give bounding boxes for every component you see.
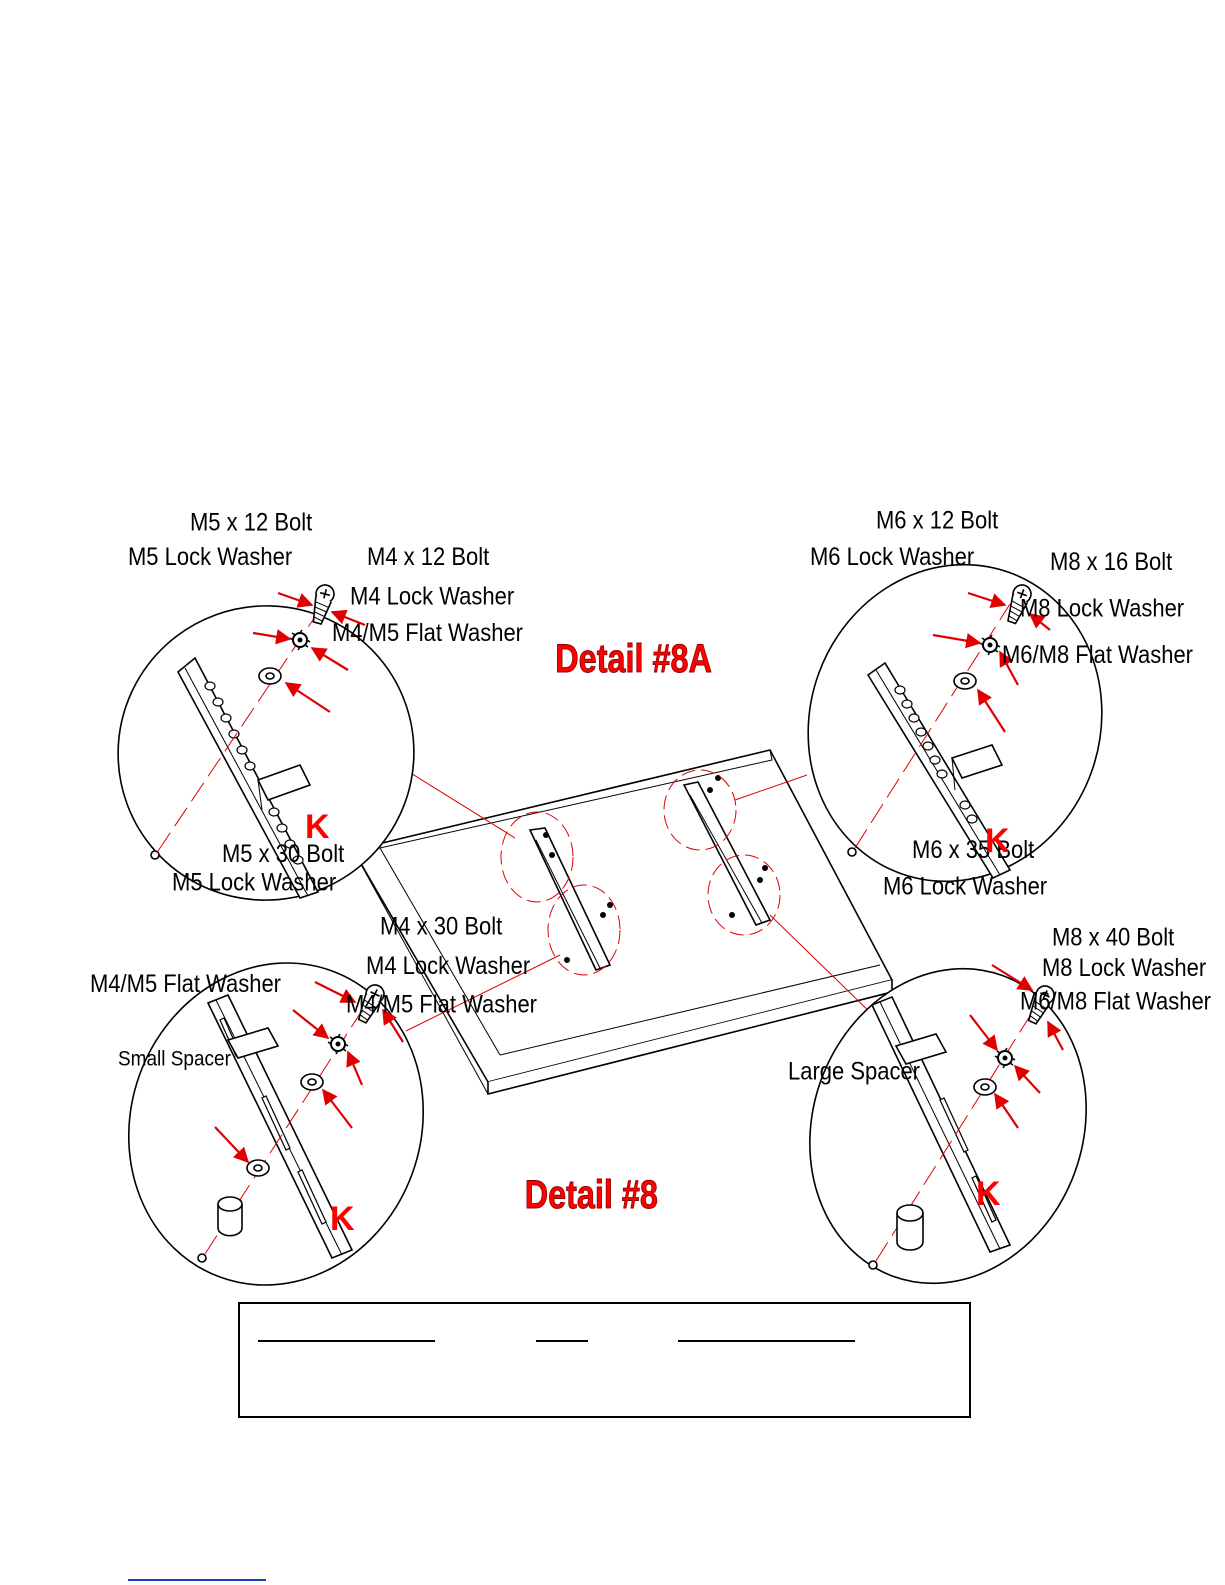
label-m4x12-bolt: M4 x 12 Bolt [367, 543, 490, 570]
label-m5-lock-washer: M5 Lock Washer [128, 543, 292, 570]
label-m8-lock-washer: M8 Lock Washer [1020, 594, 1184, 621]
label-m4-lock-washer-bottom: M4 Lock Washer [366, 952, 530, 979]
label-m8-lock-washer-bottom: M8 Lock Washer [1042, 954, 1206, 981]
label-m6x35-bolt: M6 x 35 Bolt [912, 836, 1035, 863]
label-m4m5-flat-washer: M4/M5 Flat Washer [332, 619, 523, 646]
label-m5x30-bolt: M5 x 30 Bolt [222, 840, 345, 867]
label-m5-lock-washer-bottom: M5 Lock Washer [172, 868, 336, 895]
detail-circle-bottom-left [127, 962, 425, 1286]
mounting-panel [351, 749, 894, 1096]
label-m5x12-bolt: M5 x 12 Bolt [190, 509, 313, 536]
detail-8-title: Detail #8 [525, 1172, 658, 1217]
label-m4m5-flat-washer-right: M4/M5 Flat Washer [346, 990, 537, 1017]
blank-underline-2 [536, 1340, 588, 1342]
label-large-spacer: Large Spacer [788, 1058, 920, 1085]
label-m6x12-bolt: M6 x 12 Bolt [876, 507, 999, 534]
label-m6m8-flat-washer: M6/M8 Flat Washer [1002, 641, 1193, 668]
empty-info-box [238, 1302, 971, 1418]
label-m4x30-bolt: M4 x 30 Bolt [380, 913, 503, 940]
part-k-marker-top-left: K [305, 808, 330, 846]
label-m8x16-bolt: M8 x 16 Bolt [1050, 548, 1173, 575]
label-small-spacer: Small Spacer [118, 1048, 231, 1071]
label-m6-lock-washer: M6 Lock Washer [810, 543, 974, 570]
blank-underline-1 [258, 1340, 435, 1342]
detail-circle-bottom-right [809, 967, 1087, 1285]
detail-circle-top-left [117, 582, 415, 901]
detail-circle-top-right [807, 563, 1103, 883]
label-m4-lock-washer: M4 Lock Washer [350, 582, 514, 609]
part-k-marker-top-right: K [985, 822, 1010, 860]
footer-rule [128, 1579, 266, 1581]
blank-underline-3 [678, 1340, 855, 1342]
detail-8a-title: Detail #8A [555, 636, 712, 681]
part-k-marker-bottom-right: K [976, 1175, 1001, 1213]
large-spacer-shape [896, 1204, 924, 1251]
callout-labels: M5 x 12 Bolt M4 x 12 Bolt M5 Lock Washer… [90, 507, 1211, 1085]
label-m6-lock-washer-bottom: M6 Lock Washer [883, 872, 1047, 899]
label-m6m8-flat-washer-bottom: M6/M8 Flat Washer [1020, 988, 1211, 1015]
label-m4m5-flat-washer-left: M4/M5 Flat Washer [90, 970, 281, 997]
part-k-markers: K K K K [305, 808, 1010, 1238]
callout-arrows [214, 591, 1064, 1164]
part-k-marker-bottom-left: K [330, 1200, 355, 1238]
label-m8x40-bolt: M8 x 40 Bolt [1052, 923, 1175, 950]
small-spacer-shape [217, 1196, 243, 1237]
